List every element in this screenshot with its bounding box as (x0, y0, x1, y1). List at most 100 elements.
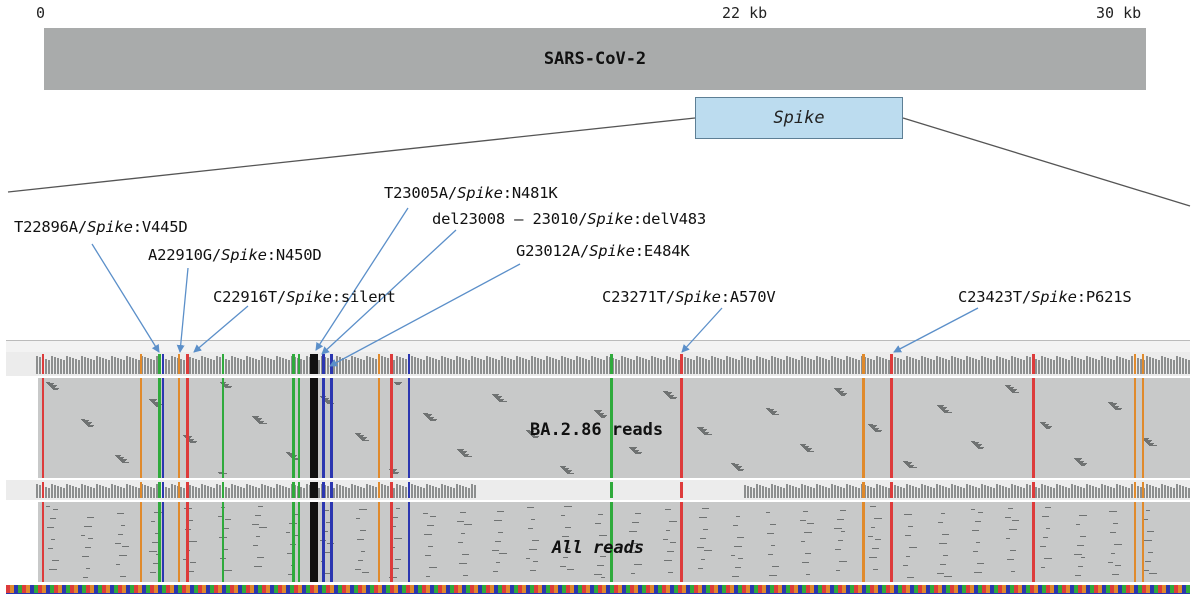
coverage-bar (66, 356, 68, 374)
read-mismatch-speck (596, 412, 600, 413)
read-mismatch-speck (943, 411, 948, 412)
coverage-bar (1068, 488, 1070, 498)
coverage-bar (84, 357, 86, 374)
reference-base (938, 585, 942, 593)
coverage-bar (468, 488, 470, 498)
read-mismatch-speck (702, 432, 709, 433)
reference-base (978, 585, 982, 593)
read-mismatch-speck (83, 577, 88, 578)
read-mismatch-speck (941, 409, 945, 410)
coverage-bar (615, 359, 617, 374)
reference-base (878, 585, 882, 593)
read-mismatch-speck (1006, 386, 1010, 387)
coverage-bar (579, 357, 581, 374)
coverage-bar (726, 356, 728, 374)
reference-base (710, 585, 714, 593)
read-mismatch-speck (733, 465, 738, 466)
coverage-bar (762, 486, 764, 498)
read-mismatch-speck (600, 556, 606, 557)
read-mismatch-speck (697, 547, 704, 548)
read-mismatch-speck (253, 545, 258, 546)
coverage-bar (423, 488, 425, 498)
reference-base (774, 585, 778, 593)
read-mismatch-speck (532, 436, 539, 437)
reference-base (470, 585, 474, 593)
read-mismatch-speck (868, 536, 873, 537)
read-mismatch-speck (464, 456, 472, 457)
reference-base (594, 585, 598, 593)
coverage-bar (339, 357, 341, 374)
coverage-bar (1062, 358, 1064, 374)
coverage-bar (639, 357, 641, 374)
read-mismatch-speck (286, 532, 290, 533)
read-mismatch-speck (356, 434, 360, 435)
coverage-bar (1065, 487, 1067, 498)
read-mismatch-speck (459, 451, 467, 452)
coverage-bar (261, 356, 263, 374)
reference-base (806, 585, 810, 593)
coverage-bar (1146, 356, 1148, 374)
read-mismatch-speck (907, 465, 914, 466)
read-mismatch-speck (840, 394, 846, 395)
read-mismatch-speck (769, 575, 777, 576)
coverage-bar (81, 356, 83, 374)
coverage-bar (960, 359, 962, 374)
coverage-bar (963, 488, 965, 498)
read-mismatch-speck (1074, 554, 1082, 555)
read-mismatch-speck (49, 569, 57, 570)
coverage-bar (282, 358, 284, 374)
read-mismatch-speck (48, 548, 53, 549)
read-mismatch-speck (84, 526, 92, 527)
reference-base (498, 585, 502, 593)
read-mismatch-speck (392, 568, 399, 569)
coverage-bar (1152, 358, 1154, 374)
coverage-bar (876, 356, 878, 374)
reference-base (106, 585, 110, 593)
read-mismatch-speck (326, 402, 330, 403)
reference-base (614, 585, 618, 593)
read-mismatch-speck (875, 431, 881, 432)
coverage-bar (813, 360, 815, 374)
coverage-bar (849, 357, 851, 374)
coverage-bar (1158, 488, 1160, 498)
coverage-bar (1020, 359, 1022, 374)
coverage-bar (948, 488, 950, 498)
read-variant-column (862, 378, 865, 478)
reference-base (538, 585, 542, 593)
coverage-bar (201, 484, 203, 498)
reference-base (918, 585, 922, 593)
annotation-a570v: C23271T/Spike:A570V (602, 288, 776, 306)
coverage-bar (741, 356, 743, 374)
reference-base (326, 585, 330, 593)
annotation-gene: Spike (457, 184, 503, 202)
annotation-gene: Spike (675, 288, 721, 306)
read-mismatch-speck (461, 453, 465, 454)
coverage-bar (357, 358, 359, 374)
reference-base (406, 585, 410, 593)
annotation-gene: Spike (587, 210, 633, 228)
coverage-variant-mark (322, 354, 325, 374)
coverage-bar (873, 360, 875, 374)
reference-base (458, 585, 462, 593)
coverage-variant-mark (186, 482, 189, 498)
reference-base (1150, 585, 1154, 593)
coverage-bar (123, 488, 125, 498)
read-mismatch-speck (869, 425, 877, 426)
coverage-variant-mark (162, 482, 164, 498)
read-mismatch-speck (424, 534, 432, 535)
coverage-bar (198, 488, 200, 498)
reference-base (66, 585, 70, 593)
reference-base (906, 585, 910, 593)
annotation-v445d: T22896A/Spike:V445D (14, 218, 188, 236)
coverage-bar (255, 487, 257, 498)
coverage-bar (282, 486, 284, 498)
read-mismatch-speck (734, 546, 742, 547)
read-mismatch-speck (601, 577, 605, 578)
reference-base (438, 585, 442, 593)
reference-base (290, 585, 294, 593)
read-mismatch-speck (870, 426, 876, 427)
reference-base (674, 585, 678, 593)
coverage-bar (600, 359, 602, 374)
reads-track-ba286 (6, 378, 1190, 478)
coverage-bar (1170, 487, 1172, 498)
